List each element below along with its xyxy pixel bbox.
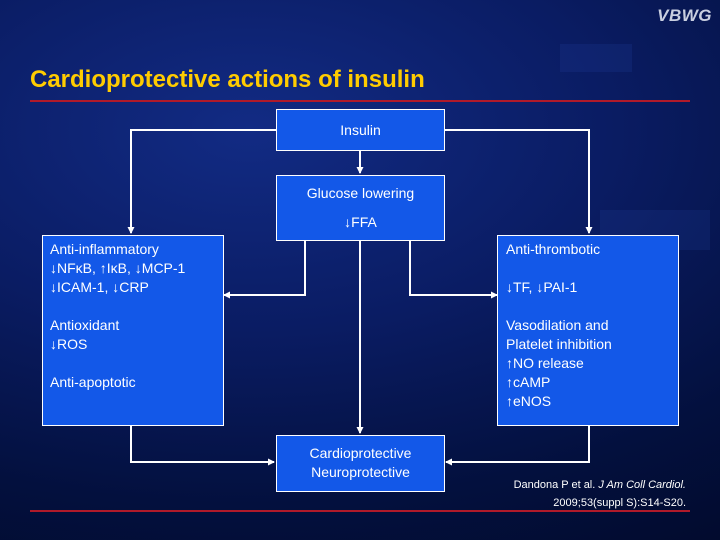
spacer bbox=[50, 354, 223, 373]
insulin-label: Insulin bbox=[340, 122, 381, 138]
enos-line: ↑eNOS bbox=[506, 393, 552, 409]
camp-line: ↑cAMP bbox=[506, 374, 551, 390]
insulin-box: Insulin bbox=[276, 109, 445, 151]
tf-pai-line: ↓TF, ↓PAI-1 bbox=[506, 279, 578, 295]
anti-apoptotic-label: Anti-apoptotic bbox=[50, 374, 136, 390]
glucose-lowering-label: Glucose lowering bbox=[306, 185, 415, 201]
reference-journal: J Am Coll Cardiol. bbox=[598, 479, 686, 491]
ros-line: ↓ROS bbox=[50, 336, 88, 352]
platelet-inhibition-label: Platelet inhibition bbox=[506, 336, 612, 352]
vasodilation-label: Vasodilation and bbox=[506, 317, 609, 333]
glucose-lowering-box: Glucose lowering ↓FFA bbox=[276, 175, 445, 241]
cardioprotective-box: Cardioprotective Neuroprotective bbox=[276, 435, 445, 492]
glucose-spacer bbox=[277, 203, 444, 213]
reference-authors: Dandona P et al. bbox=[513, 479, 596, 491]
anti-inflammatory-label: Anti-inflammatory bbox=[50, 241, 159, 257]
footer-divider bbox=[30, 510, 690, 512]
icam-line: ↓ICAM-1, ↓CRP bbox=[50, 279, 149, 295]
slide-title: Cardioprotective actions of insulin bbox=[30, 66, 425, 93]
background-decoration bbox=[560, 44, 632, 72]
anti-inflammatory-box: Anti-inflammatory ↓NFκB, ↑IκB, ↓MCP-1 ↓I… bbox=[42, 235, 224, 426]
title-divider bbox=[30, 100, 690, 102]
neuroprotective-label: Neuroprotective bbox=[311, 464, 410, 480]
reference-volume: 2009;53(suppl S):S14-S20. bbox=[553, 497, 686, 509]
cardioprotective-label: Cardioprotective bbox=[309, 445, 412, 461]
reference-citation: Dandona P et al. J Am Coll Cardiol. 2009… bbox=[514, 476, 686, 512]
antioxidant-label: Antioxidant bbox=[50, 317, 120, 333]
anti-thrombotic-label: Anti-thrombotic bbox=[506, 241, 601, 257]
spacer bbox=[50, 297, 223, 316]
ffa-label: ↓FFA bbox=[344, 214, 377, 230]
vbwg-logo: VBWG bbox=[657, 6, 712, 25]
no-release-line: ↑NO release bbox=[506, 355, 584, 371]
spacer bbox=[506, 259, 678, 278]
spacer bbox=[506, 297, 678, 316]
anti-thrombotic-box: Anti-thrombotic ↓TF, ↓PAI-1 Vasodilation… bbox=[497, 235, 679, 426]
nfkb-line: ↓NFκB, ↑IκB, ↓MCP-1 bbox=[50, 260, 186, 276]
